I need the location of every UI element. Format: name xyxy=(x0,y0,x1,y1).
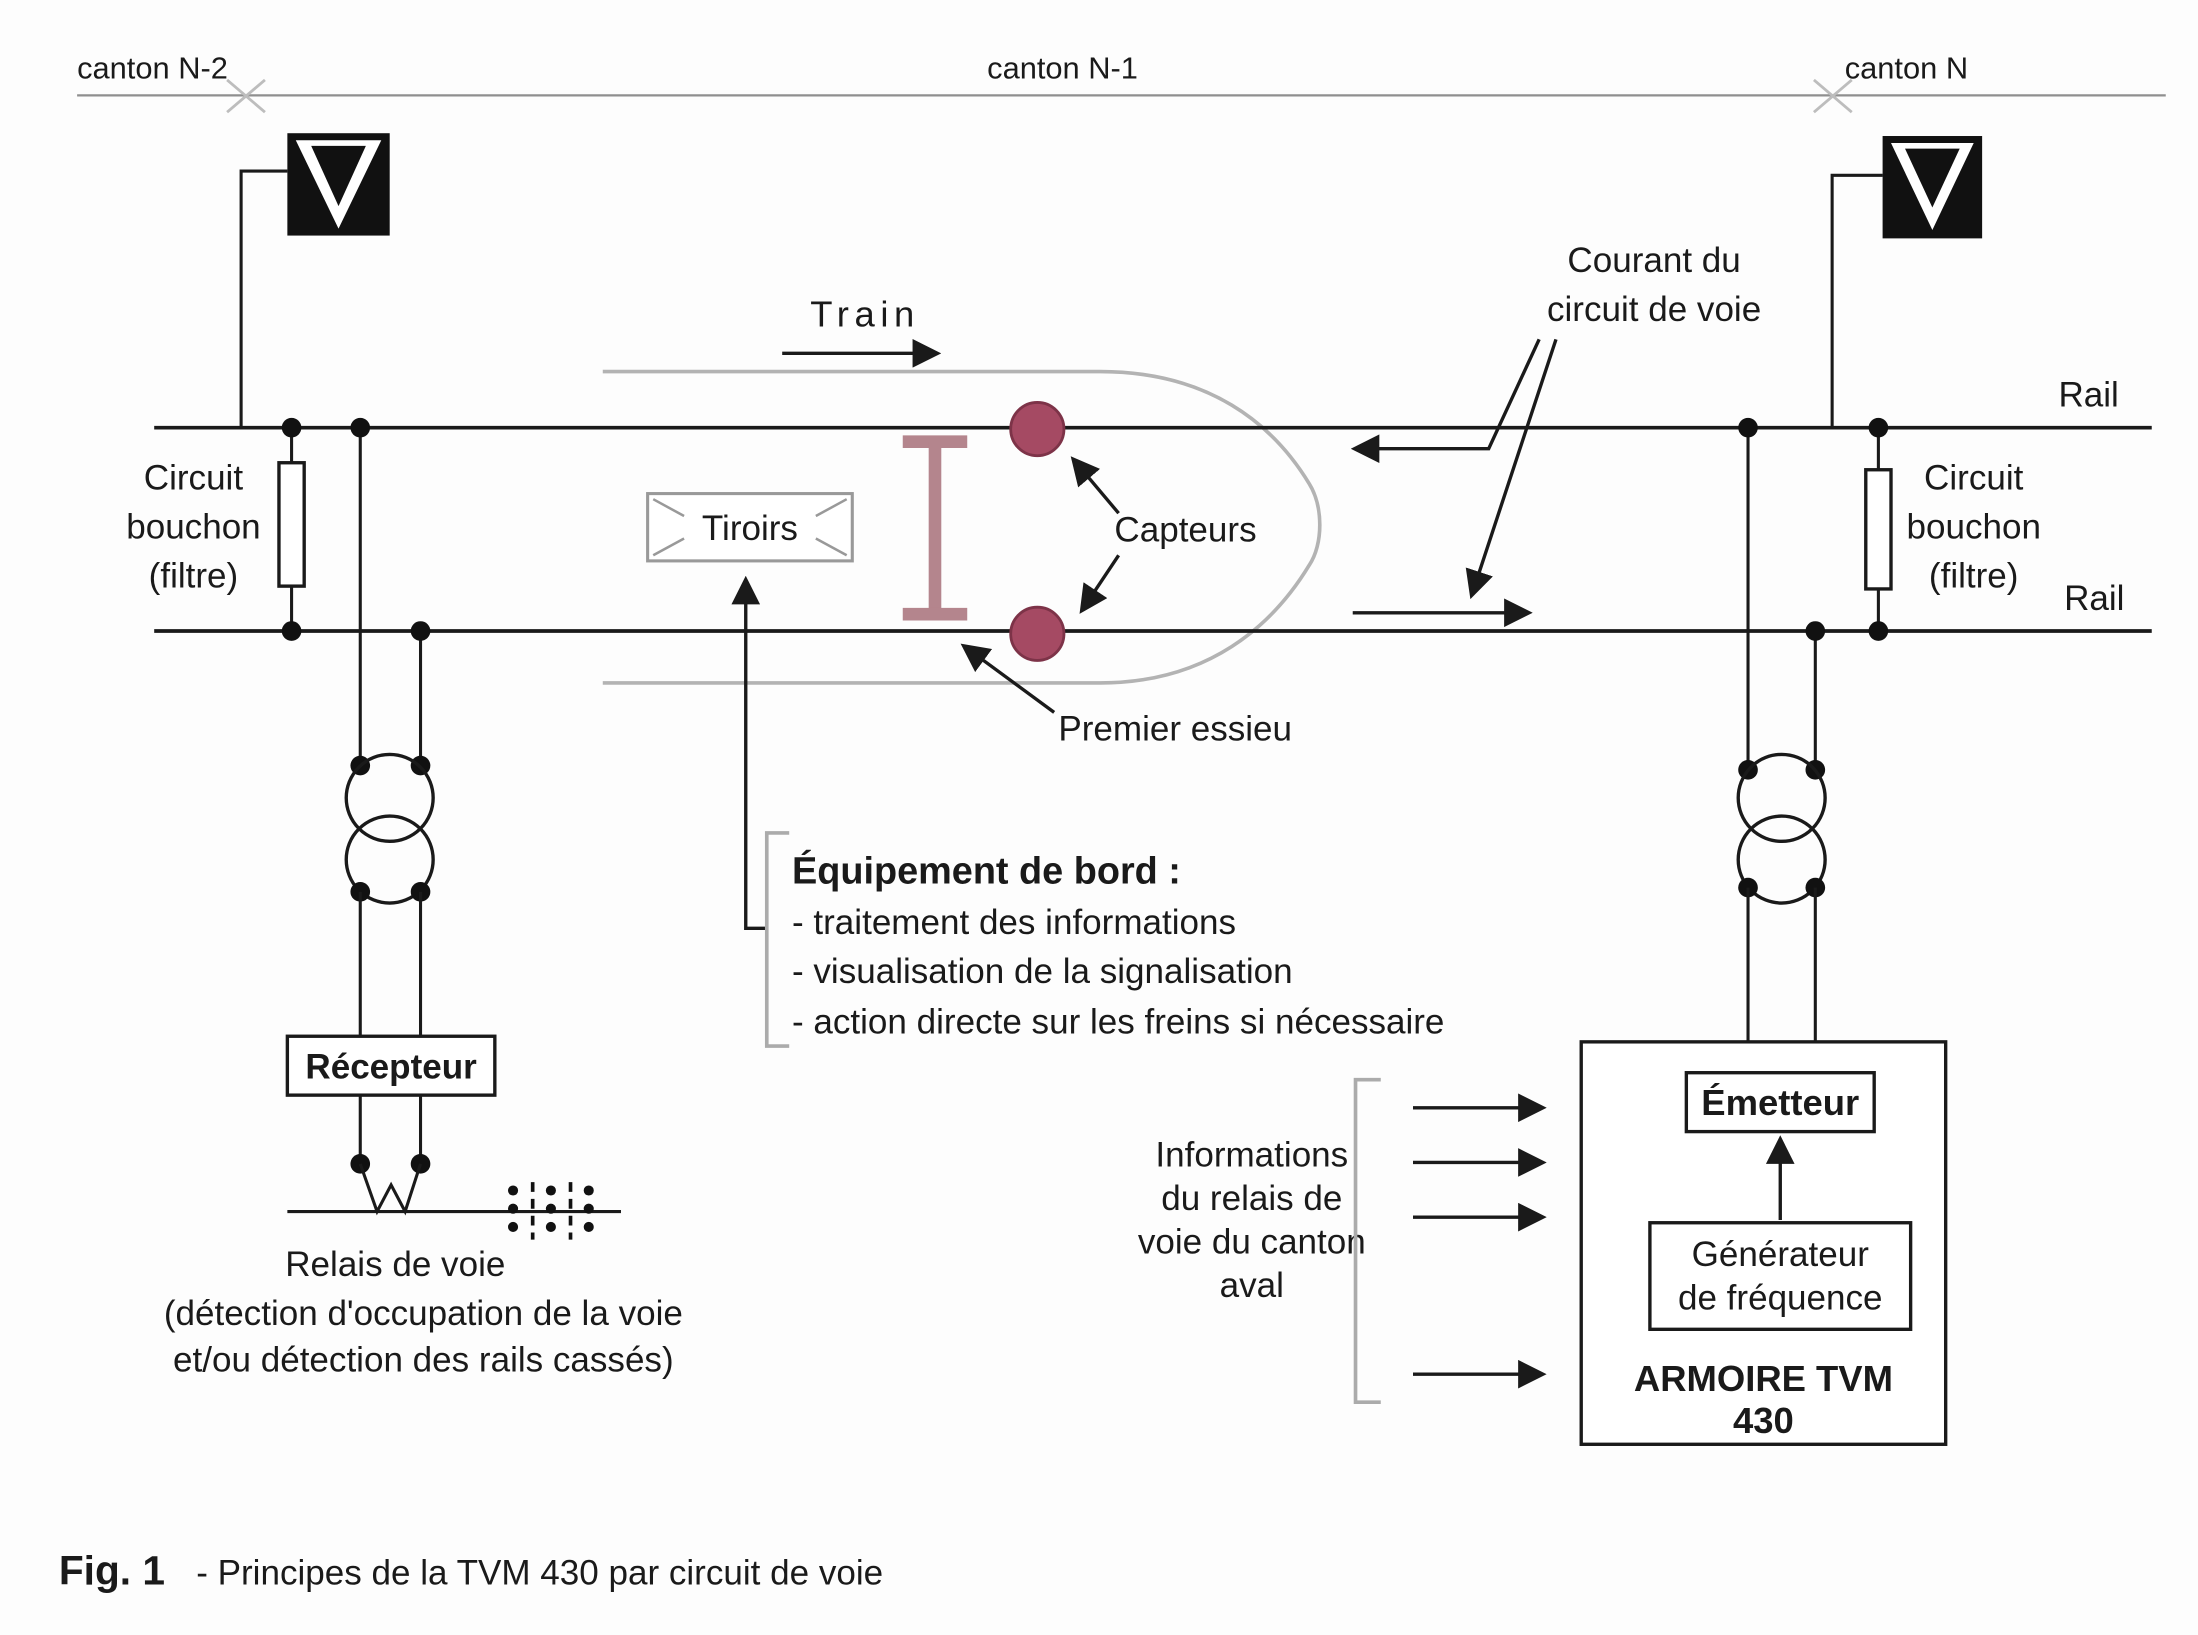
informations-bracket-icon xyxy=(1353,1077,1381,1405)
courant-leader-down-icon xyxy=(1465,338,1558,600)
axle-icon xyxy=(902,435,968,621)
equipement-bracket-icon xyxy=(764,831,790,1048)
emetteur-label: Émetteur xyxy=(1701,1082,1859,1123)
courant-line2: circuit de voie xyxy=(1547,290,1761,329)
informations-line2: du relais de xyxy=(1161,1179,1342,1218)
informations-annotation: Informations du relais de voie du canton… xyxy=(1138,1077,1547,1405)
courant-line1: Courant du xyxy=(1567,241,1740,280)
boundary-cross-left-icon xyxy=(226,78,266,114)
premier-essieu-label: Premier essieu xyxy=(1058,709,1292,748)
canton-n-label: canton N xyxy=(1845,51,1968,86)
armoire-tvm: Émetteur Générateur de fréquence ARMOIRE… xyxy=(1579,1040,1948,1446)
armoire-name-line1: ARMOIRE TVM xyxy=(1634,1358,1893,1399)
relais-line2: (détection d'occupation de la voie xyxy=(164,1294,683,1333)
capteurs-annotation: Capteurs xyxy=(1070,456,1257,614)
circuit-bouchon-left-line3: (filtre) xyxy=(149,557,239,596)
courant-annotation: Courant du circuit de voie xyxy=(1350,241,1761,628)
train-label: Train xyxy=(810,294,920,335)
informations-line4: aval xyxy=(1220,1266,1284,1305)
transformer-right-coil2-icon xyxy=(1736,814,1827,905)
circuit-bouchon-left-line2: bouchon xyxy=(126,507,260,546)
circuit-bouchon-right-line2: bouchon xyxy=(1906,507,2040,546)
informations-line1: Informations xyxy=(1155,1136,1348,1175)
capteurs-label: Capteurs xyxy=(1114,510,1256,549)
canton-boundary: canton N-2 canton N-1 canton N xyxy=(77,51,2166,114)
premier-essieu-arrow-icon xyxy=(960,643,1056,714)
train-outline xyxy=(602,369,1322,685)
circuit-bouchon-left: Circuit bouchon (filtre) xyxy=(126,417,306,641)
recepteur-box xyxy=(285,1034,497,1097)
recepteur-label: Récepteur xyxy=(305,1047,477,1086)
figure-caption: Fig. 1 - Principes de la TVM 430 par cir… xyxy=(59,1548,883,1594)
rails: Rail Rail xyxy=(154,376,2152,633)
generateur-line1: Générateur xyxy=(1692,1235,1870,1274)
signal-right-icon xyxy=(1830,136,1983,428)
generateur-line2: de fréquence xyxy=(1678,1279,1883,1318)
equipement-item2: - visualisation de la signalisation xyxy=(792,952,1293,991)
relais-line3: et/ou détection des rails cassés) xyxy=(173,1340,674,1379)
circuit-bouchon-right-line1: Circuit xyxy=(1924,458,2024,497)
premier-essieu-annotation: Premier essieu xyxy=(960,643,1292,748)
train-heading: Train xyxy=(782,294,942,368)
tiroirs-corner-marks-icon xyxy=(652,498,848,557)
relais-line1: Relais de voie xyxy=(285,1245,505,1284)
relay-dots-icon xyxy=(508,1182,594,1240)
receiver-branch: Récepteur Relais de voie (détection d'oc… xyxy=(164,417,683,1379)
signal-left-icon xyxy=(239,133,390,428)
circuit-bouchon-left-line1: Circuit xyxy=(144,458,244,497)
rail-label-bottom: Rail xyxy=(2064,579,2124,618)
armoire-name-line2: 430 xyxy=(1733,1400,1794,1441)
rail-label-top: Rail xyxy=(2058,376,2118,415)
canton-n2-label: canton N-2 xyxy=(77,51,228,86)
resistor-right-icon xyxy=(1864,468,1893,591)
informations-line3: voie du canton xyxy=(1138,1223,1366,1262)
relay-contact-icon xyxy=(358,1163,423,1216)
boundary-cross-right-icon xyxy=(1813,78,1853,114)
equipement-to-tiroirs-arrow-icon xyxy=(731,575,769,930)
transformer-left-coil1-icon xyxy=(344,752,435,844)
transformer-right-coil1-icon xyxy=(1736,752,1827,844)
equipement-annotation: Équipement de bord : - traitement des in… xyxy=(731,575,1444,1048)
caption-text: - Principes de la TVM 430 par circuit de… xyxy=(196,1554,883,1593)
emetteur-box xyxy=(1684,1071,1876,1134)
transformer-left-coil2-icon xyxy=(344,814,435,905)
caption-fig-number: Fig. 1 xyxy=(59,1548,165,1594)
emitter-branch xyxy=(1736,417,1827,1075)
canton-n1-label: canton N-1 xyxy=(987,51,1138,86)
capteurs-arrow-top-icon xyxy=(1070,456,1120,515)
circuit-bouchon-right: Circuit bouchon (filtre) xyxy=(1864,417,2041,641)
tiroirs-box: Tiroirs xyxy=(646,492,854,563)
capteur-top-icon xyxy=(1009,401,1066,458)
courant-arrow-left-icon xyxy=(1350,338,1541,464)
equipement-title: Équipement de bord : xyxy=(792,850,1181,892)
equipement-item3: - action directe sur les freins si néces… xyxy=(792,1002,1444,1041)
generateur-box xyxy=(1648,1221,1913,1331)
equipement-item1: - traitement des informations xyxy=(792,903,1236,942)
capteur-bottom-icon xyxy=(1009,605,1066,662)
circuit-bouchon-right-line3: (filtre) xyxy=(1929,557,2019,596)
resistor-left-icon xyxy=(277,461,306,588)
tiroirs-label: Tiroirs xyxy=(702,509,798,548)
capteurs-arrow-bottom-icon xyxy=(1079,554,1121,614)
